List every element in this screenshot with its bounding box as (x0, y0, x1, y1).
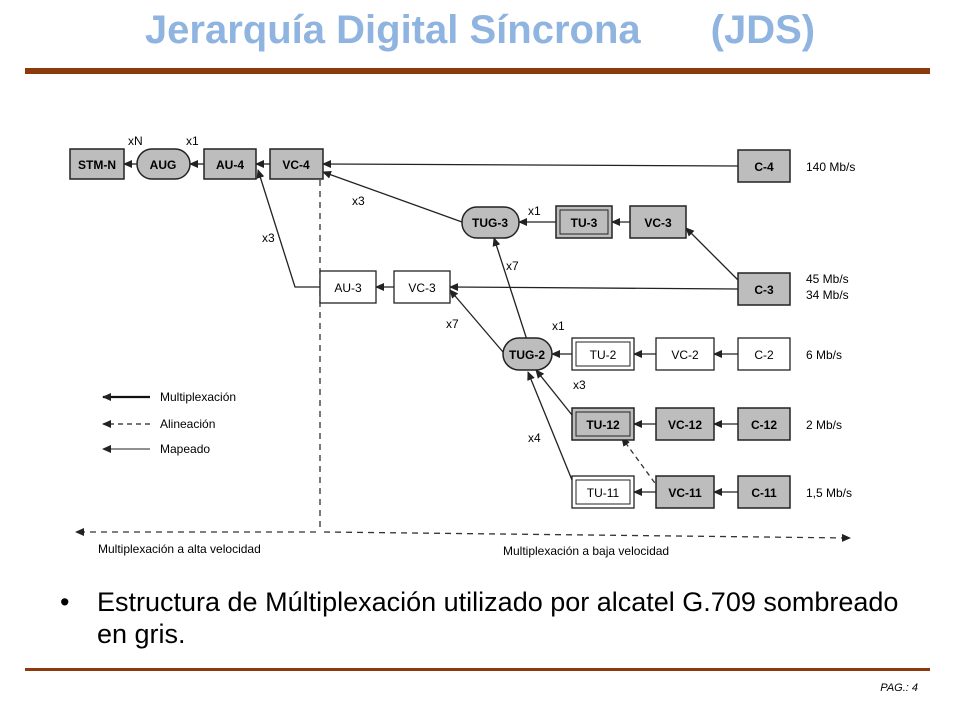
mult-x3-tug2: x3 (573, 378, 586, 392)
mult-x1-tug2: x1 (552, 319, 565, 333)
node-c12: C-12 (751, 418, 777, 432)
node-tu11: TU-11 (587, 486, 620, 500)
node-tu3-inner (559, 209, 609, 235)
rate-140: 140 Mb/s (806, 160, 855, 174)
node-vc3a-box (629, 205, 687, 239)
node-c4: C-4 (754, 160, 774, 174)
node-tu3: TU-3 (571, 216, 598, 230)
rate-6: 6 Mb/s (806, 348, 842, 362)
node-c2: C-2 (754, 348, 774, 362)
alignment-line-vc11 (621, 437, 661, 491)
node-tu11-box (571, 475, 635, 509)
bullet-dot: • (60, 587, 70, 617)
rate-34: 34 Mb/s (806, 288, 849, 302)
mult-x7-tug3: x7 (506, 259, 519, 273)
node-tu2-inner (575, 341, 631, 367)
arrow-tug2-vc3b (449, 289, 504, 353)
node-c11-box (737, 475, 791, 509)
node-aug-box (136, 148, 191, 180)
mult-x4-tug2: x4 (528, 431, 541, 445)
node-c4-box (737, 149, 791, 183)
speed-boundary-right (323, 531, 851, 542)
node-tu3-box (555, 205, 613, 239)
mult-x3-au3: x3 (262, 231, 275, 245)
title-divider (25, 68, 930, 74)
rate-2: 2 Mb/s (806, 418, 842, 432)
mult-x3-vc4: x3 (352, 194, 365, 208)
bullet-text: Estructura de Múltiplexación utilizado p… (97, 587, 899, 649)
node-c2-box (737, 337, 791, 371)
arrow-tu11-tug2 (527, 371, 573, 481)
node-vc11: VC-11 (668, 486, 702, 500)
node-tu12-box (571, 407, 635, 441)
node-tug2-box (502, 337, 553, 371)
title-abbr: (JDS) (710, 8, 816, 52)
node-vc11-box (655, 475, 715, 509)
mult-xn: xN (128, 134, 143, 148)
arrow-tug3-vc4 (322, 170, 463, 223)
node-vc3b-box (393, 270, 451, 304)
legend-mapping: Mapeado (160, 442, 210, 456)
node-c3: C-3 (754, 283, 774, 297)
node-tug3-box (461, 206, 520, 239)
high-speed-label: Multiplexación a alta velocidad (98, 542, 261, 556)
arrow-c4-vc4 (322, 160, 739, 169)
arrow-c3-vc3b (449, 283, 739, 292)
node-au3: AU-3 (334, 281, 362, 295)
mult-x1-tug3: x1 (528, 204, 541, 218)
node-tu12-inner (575, 411, 631, 437)
page-number: PAG.: 4 (880, 682, 918, 694)
footer-divider (25, 668, 930, 671)
node-tu11-inner (575, 479, 631, 505)
node-tu2: TU-2 (590, 348, 617, 362)
node-vc4-box (269, 148, 324, 180)
node-vc12: VC-12 (668, 418, 702, 432)
legend: Multiplexación Alineación Mapeado (102, 390, 236, 456)
node-au4-box (203, 148, 257, 180)
node-tug3: TUG-3 (472, 216, 508, 230)
node-au4: AU-4 (216, 158, 244, 172)
node-c12-box (737, 407, 791, 441)
node-tu2-box (571, 337, 635, 371)
node-aug: AUG (150, 158, 177, 172)
node-au3-box (319, 270, 377, 304)
node-stm-n: STM-N (78, 158, 116, 172)
rate-45: 45 Mb/s (806, 272, 849, 286)
title-main: Jerarquía Digital Síncrona (144, 8, 641, 52)
legend-multiplexing: Multiplexación (160, 390, 236, 404)
arrow-c3-vc3 (685, 227, 739, 281)
arrow-au3-vc4 (256, 169, 320, 288)
low-speed-label: Multiplexación a baja velocidad (503, 544, 669, 558)
node-vc12-box (655, 407, 715, 441)
node-tu12: TU-12 (586, 418, 620, 432)
node-stm-n-box (69, 148, 125, 180)
node-vc2: VC-2 (671, 348, 699, 362)
arrow-tug2-tug3 (492, 237, 528, 341)
rate-1-5: 1,5 Mb/s (806, 486, 852, 500)
mult-x1-aug: x1 (186, 134, 199, 148)
node-vc3b: VC-3 (408, 281, 436, 295)
node-vc3a: VC-3 (644, 216, 672, 230)
node-tug2: TUG-2 (509, 348, 545, 362)
legend-alignment: Alineación (160, 417, 215, 431)
node-vc4: VC-4 (282, 158, 310, 172)
node-c3-box (737, 272, 791, 306)
node-vc2-box (655, 337, 715, 371)
node-c11: C-11 (751, 486, 777, 500)
slide-title: Jerarquía Digital Síncrona (JDS) (0, 8, 960, 53)
mult-x7-vc3: x7 (446, 317, 459, 331)
arrow-tu12-tug2 (535, 369, 573, 416)
